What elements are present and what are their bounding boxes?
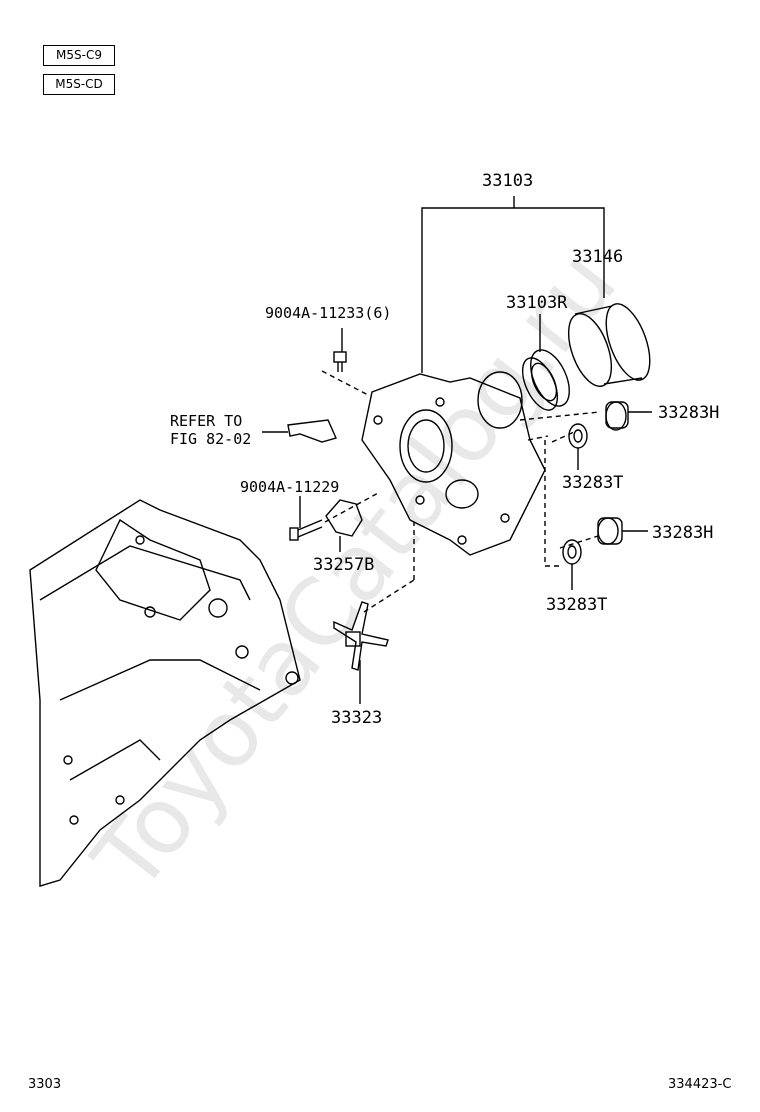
label-refer-fig: FIG 82-02	[170, 430, 251, 448]
bolt-9004A-11229	[289, 519, 323, 541]
footer-right: 334423-C	[668, 1077, 732, 1092]
bolt-9004A-11233	[333, 351, 347, 372]
sleeve-33146	[567, 303, 651, 387]
label-33103R: 33103R	[506, 293, 568, 313]
label-33146: 33146	[572, 247, 623, 267]
label-33283T-1: 33283T	[562, 473, 623, 493]
variant-tag-2: M5S-CD	[43, 74, 115, 95]
bearing-33103R	[521, 349, 570, 411]
bracket-refer	[287, 419, 337, 443]
label-33323: 33323	[331, 708, 382, 728]
label-refer-to: REFER TO	[170, 412, 242, 430]
label-33283T-2: 33283T	[546, 595, 607, 615]
fork-33323	[333, 601, 389, 671]
transmission-case	[29, 499, 301, 887]
label-bolt-9004A-11233: 9004A-11233(6)	[265, 304, 391, 322]
label-bolt-9004A-11229: 9004A-11229	[240, 478, 339, 496]
footer-left: 3303	[28, 1077, 62, 1092]
label-33283H-1: 33283H	[658, 403, 719, 423]
lever-33257B	[325, 499, 363, 537]
label-33257B: 33257B	[313, 555, 374, 575]
leader-33103	[421, 207, 605, 373]
label-33283H-2: 33283H	[652, 523, 713, 543]
label-33103: 33103	[482, 171, 533, 191]
variant-tag-1: M5S-C9	[43, 45, 115, 66]
plug-33283H-1	[605, 401, 629, 431]
washer-33283T-1	[568, 423, 588, 449]
extension-housing-33103	[361, 371, 546, 556]
plug-33283H-2	[597, 517, 623, 545]
